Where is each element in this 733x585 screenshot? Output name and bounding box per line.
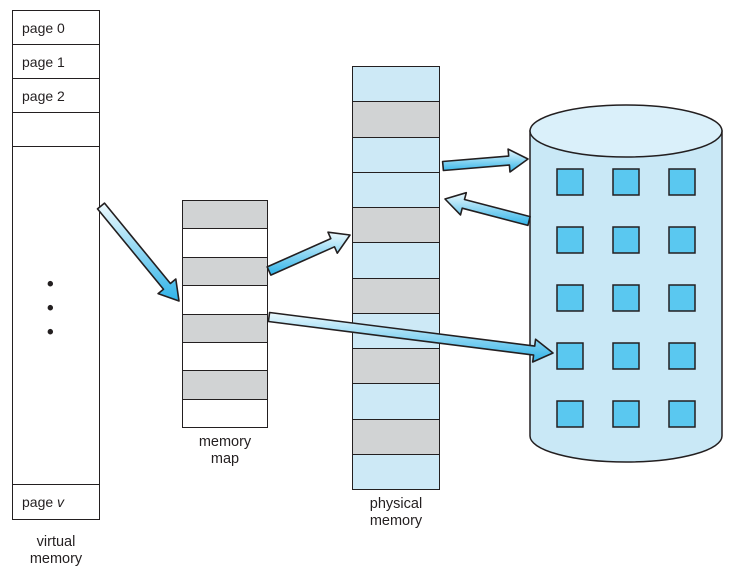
memory-frame-blue [353, 313, 439, 349]
mapping-arrows [96, 148, 554, 363]
pagev-label: page v [22, 494, 64, 510]
physical-memory-to-disk-arrow [441, 148, 529, 173]
vm-cell-page0: page 0 [13, 11, 99, 45]
memory-frame-white [183, 286, 267, 315]
vm-middle-region: • • • [13, 147, 99, 485]
memory-frame-gray [353, 102, 439, 138]
physical-memory-column [352, 66, 440, 490]
memory-frame-white [183, 342, 267, 372]
disk-blocks-grid [556, 168, 696, 428]
memory-frame-gray [183, 201, 267, 230]
memory-frame-blue [353, 172, 439, 208]
disk-block [668, 400, 696, 428]
disk-cylinder [529, 104, 723, 463]
memory-map-to-physical-memory-arrow [266, 231, 351, 276]
virtual-memory-column: page 0 page 1 page 2 • • • page v [12, 10, 100, 520]
memory-frame-gray [183, 371, 267, 400]
physical-memory-label: physical memory [369, 496, 423, 530]
disk-block [612, 284, 640, 312]
memory-map-column [182, 200, 268, 428]
memory-frame-blue [353, 454, 439, 489]
page1-label: page 1 [22, 53, 65, 70]
disk-block [556, 400, 584, 428]
vm-cell-page1: page 1 [13, 45, 99, 79]
disk-body [529, 130, 723, 463]
memory-frame-gray [353, 208, 439, 244]
memory-frame-white [183, 229, 267, 258]
memory-frame-gray [353, 419, 439, 455]
disk-block [668, 168, 696, 196]
vm-cell-page2: page 2 [13, 79, 99, 113]
disk-block [556, 226, 584, 254]
memory-frame-blue [353, 384, 439, 420]
disk-block [668, 342, 696, 370]
memory-frame-gray [353, 278, 439, 314]
vm-to-memory-map-arrow [96, 202, 180, 302]
pagev-var: v [57, 494, 65, 510]
ellipsis-dots: • • • [47, 274, 54, 343]
disk-top-ellipse [529, 104, 723, 158]
disk-block [668, 226, 696, 254]
disk-block [556, 168, 584, 196]
memory-frame-blue [353, 243, 439, 279]
virtual-memory-label: virtual memory [29, 534, 83, 568]
memory-frame-blue [353, 137, 439, 173]
vm-cell-pagev: page v [13, 485, 99, 519]
vm-cell-empty [13, 113, 99, 147]
page0-label: page 0 [22, 19, 65, 36]
memory-map-label: memory map [198, 434, 252, 468]
disk-block [612, 342, 640, 370]
disk-to-physical-memory-arrow [444, 191, 531, 227]
disk-block [556, 284, 584, 312]
memory-frame-gray [353, 349, 439, 385]
memory-frame-white [183, 399, 267, 427]
page2-label: page 2 [22, 87, 65, 104]
memory-frame-gray [183, 314, 267, 343]
disk-block [612, 168, 640, 196]
disk-block [612, 226, 640, 254]
memory-frame-gray [183, 257, 267, 287]
memory-frame-blue [353, 67, 439, 103]
disk-block [612, 400, 640, 428]
pagev-prefix: page [22, 494, 58, 510]
disk-block [668, 284, 696, 312]
disk-block [556, 342, 584, 370]
